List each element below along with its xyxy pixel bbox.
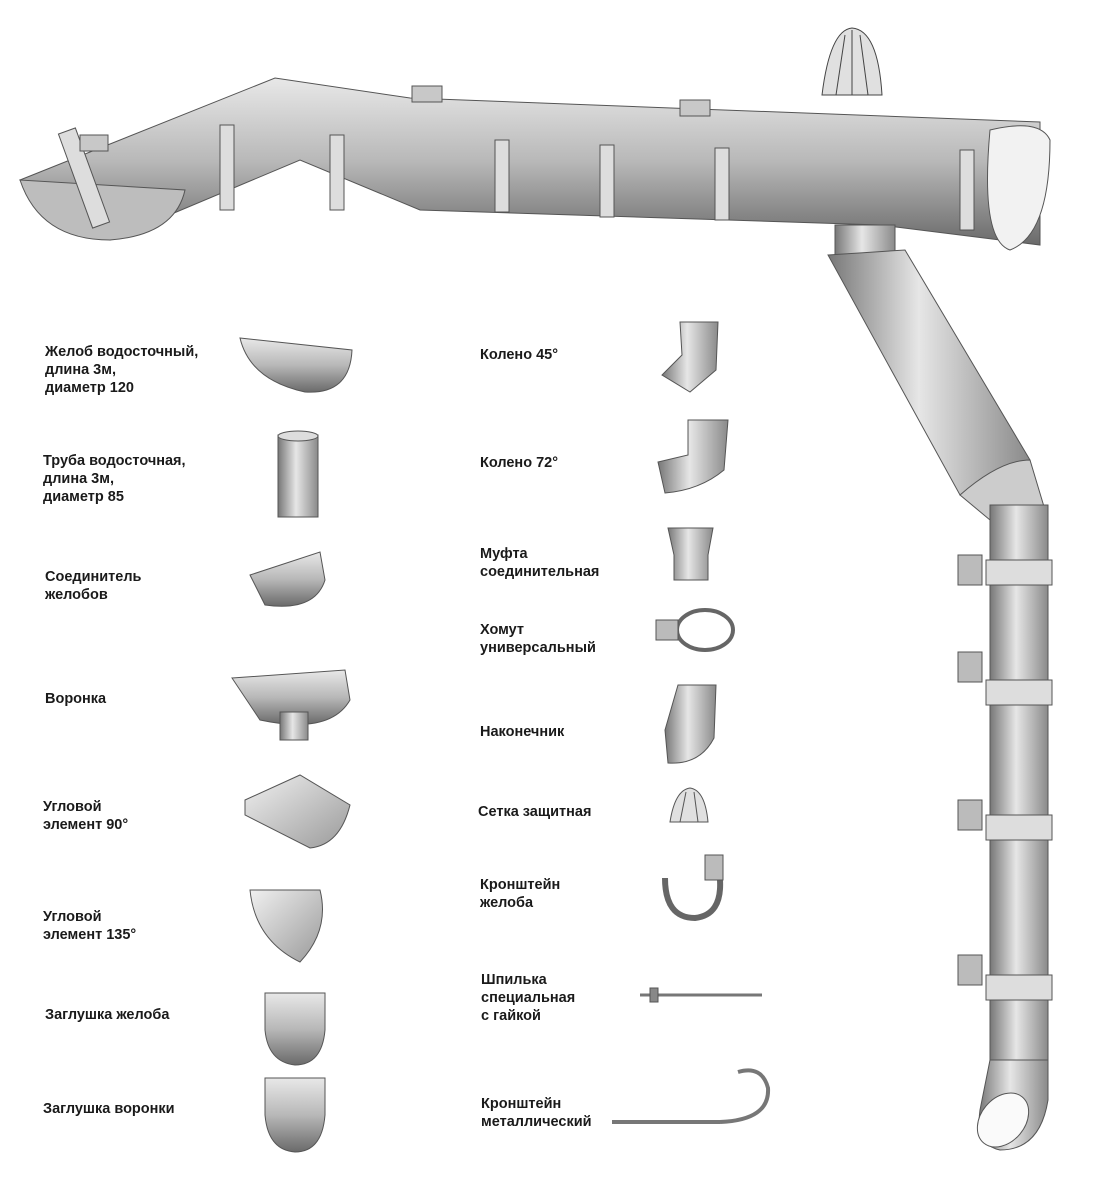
gutter-connector-icon (249, 551, 326, 607)
part-label-elbow-72: Колено 72° (480, 455, 559, 471)
gutter-end-cap-icon (264, 992, 326, 1066)
gutter-bracket-icon (662, 854, 724, 922)
part-label-universal-clamp: Хомут универсальный (480, 622, 596, 656)
part-label-funnel-end-cap: Заглушка воронки (43, 1101, 175, 1117)
part-label-metal-bracket: Кронштейн металлический (481, 1096, 592, 1130)
metal-bracket-icon (612, 1068, 771, 1124)
corner-135-icon (249, 889, 323, 963)
part-label-gutter-bracket: Кронштейн желоба (480, 877, 561, 911)
assembled-grate (821, 27, 883, 96)
part-label-gutter-connector: Соединитель желобов (45, 569, 142, 603)
part-label-gutter: Желоб водосточный, длина 3м, диаметр 120 (45, 344, 199, 396)
universal-clamp-icon (655, 608, 735, 652)
elbow-72-icon (657, 419, 729, 494)
assembled-gutter (18, 77, 1051, 251)
part-label-funnel: Воронка (45, 691, 107, 707)
outlet-elbow-icon (664, 684, 717, 764)
gutter-icon (239, 337, 353, 393)
part-label-corner-90: Угловой элемент 90° (43, 799, 129, 833)
part-label-special-stud: Шпилька специальная с гайкой (481, 972, 576, 1024)
part-label-downpipe: Труба водосточная, длина 3м, диаметр 85 (43, 453, 186, 505)
part-label-elbow-45: Колено 45° (480, 347, 559, 363)
downpipe-icon (277, 434, 319, 518)
funnel-icon (231, 669, 351, 741)
part-label-coupling: Муфта соединительная (480, 546, 600, 580)
funnel-end-cap-icon (264, 1077, 326, 1153)
coupling-icon (667, 527, 714, 581)
part-label-corner-135: Угловой элемент 135° (43, 909, 137, 943)
corner-90-icon (244, 774, 351, 849)
elbow-45-icon (661, 321, 719, 393)
part-label-protective-grate: Сетка защитная (478, 804, 592, 820)
special-stud-icon (640, 987, 762, 1003)
protective-grate-icon (669, 787, 709, 823)
part-label-gutter-end-cap: Заглушка желоба (45, 1007, 170, 1023)
assembled-downpipe (827, 224, 1053, 1151)
part-label-outlet-elbow: Наконечник (480, 724, 565, 740)
